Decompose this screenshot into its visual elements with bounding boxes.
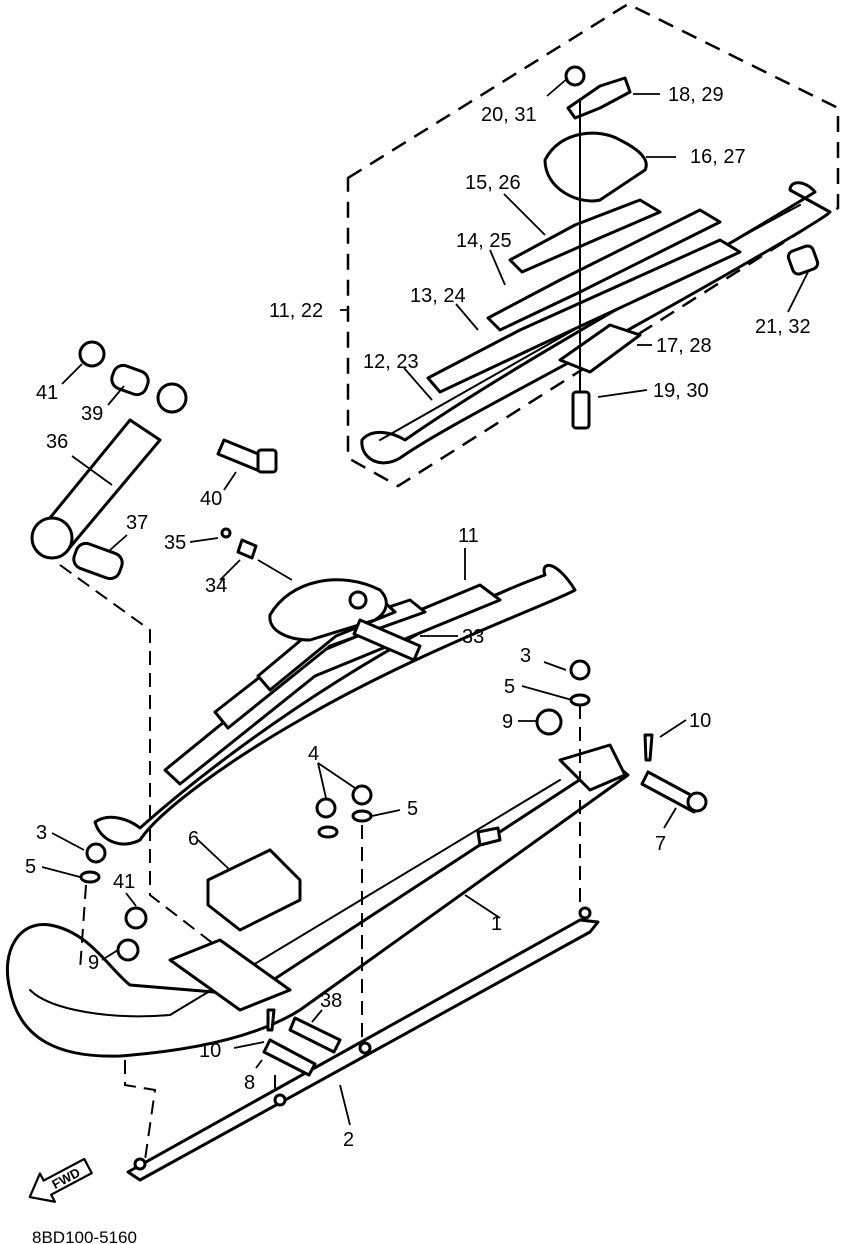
label-11: 11	[458, 525, 479, 547]
label-19-30: 19, 30	[653, 380, 709, 402]
diagram-code: 8BD100-5160	[32, 1228, 137, 1244]
label-16-27: 16, 27	[690, 146, 746, 168]
label-12-23: 12, 23	[363, 351, 419, 373]
label-17-28: 17, 28	[656, 335, 712, 357]
label-21-32: 21, 32	[755, 316, 811, 338]
label-13-24: 13, 24	[410, 285, 466, 307]
inset-detail-box	[346, 2, 840, 488]
label-2: 2	[343, 1129, 354, 1151]
label-8: 8	[244, 1072, 255, 1094]
shock-absorber	[30, 340, 188, 581]
main-leaf-spring	[93, 563, 577, 846]
forward-arrow-icon: FWD	[28, 1157, 93, 1203]
label-33: 33	[462, 626, 484, 648]
leader-lines	[41, 77, 809, 1126]
label-1: 1	[491, 913, 502, 935]
label-5-mid: 5	[407, 798, 418, 820]
label-10-right: 10	[689, 710, 711, 732]
label-15-26: 15, 26	[465, 172, 521, 194]
label-41-top: 41	[36, 382, 58, 404]
label-18-29: 18, 29	[668, 84, 724, 106]
label-38: 38	[320, 990, 342, 1012]
bolt-40	[216, 438, 278, 474]
part-labels: 18, 29 20, 31 16, 27 15, 26 14, 25 13, 2…	[25, 84, 811, 1151]
label-3-right: 3	[520, 645, 531, 667]
label-34: 34	[205, 575, 227, 597]
hardware	[79, 527, 708, 1077]
label-9-left: 9	[88, 952, 99, 974]
label-37: 37	[126, 512, 148, 534]
label-35: 35	[164, 532, 186, 554]
ski-body	[5, 743, 630, 1058]
label-10-left: 10	[199, 1040, 221, 1062]
label-39: 39	[81, 403, 103, 425]
inset-leaf-spring	[360, 65, 832, 465]
label-7: 7	[655, 833, 666, 855]
label-41-left: 41	[113, 871, 135, 893]
label-9-right: 9	[502, 711, 513, 733]
label-36: 36	[46, 431, 68, 453]
label-5-right: 5	[504, 676, 515, 698]
label-4: 4	[308, 743, 319, 765]
label-40: 40	[200, 488, 222, 510]
label-14-25: 14, 25	[456, 230, 512, 252]
label-3-left: 3	[36, 822, 47, 844]
runner-2	[126, 906, 600, 1182]
label-6: 6	[188, 828, 199, 850]
label-20-31: 20, 31	[481, 104, 537, 126]
label-5-left: 5	[25, 856, 36, 878]
label-11-22: 11, 22	[269, 300, 323, 322]
